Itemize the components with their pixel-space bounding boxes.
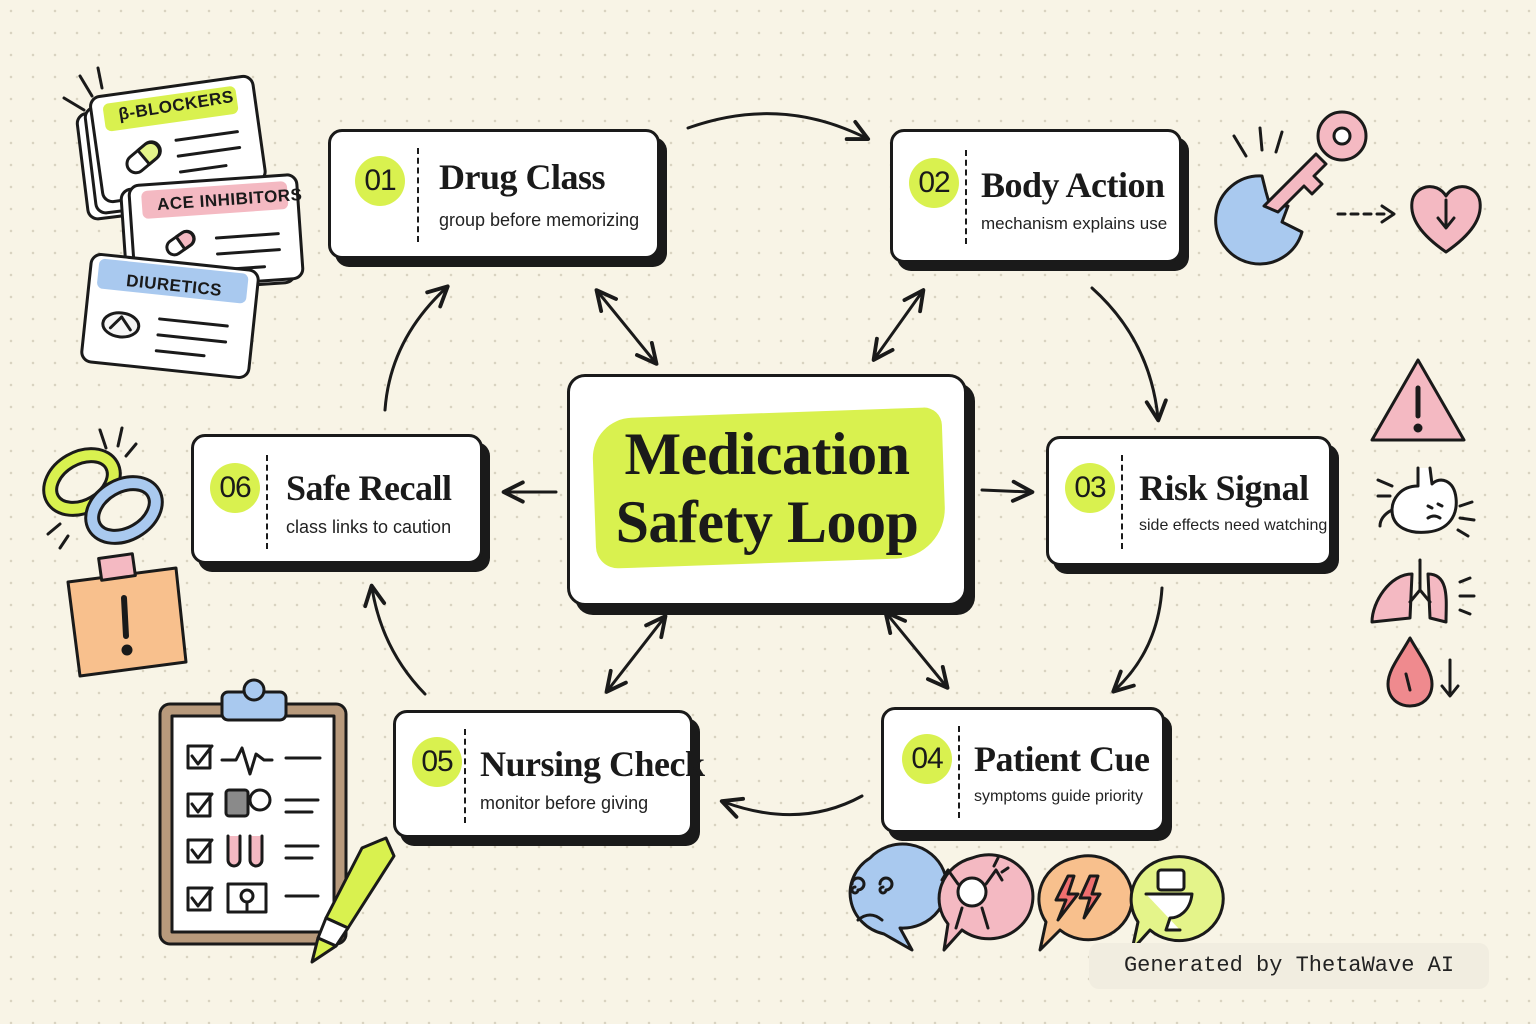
arrow-05-to-06 <box>363 583 427 696</box>
step-number-03: 03 <box>1065 463 1115 513</box>
arrow-04-to-05 <box>719 794 864 819</box>
arrow-06-to-01 <box>383 284 450 412</box>
node-subtitle: symptoms guide priority <box>974 788 1143 805</box>
node-subtitle: side effects need watching <box>1139 517 1328 534</box>
arrow-center-to-05 <box>604 614 668 694</box>
arrow-03-to-04 <box>1111 586 1164 694</box>
node-divider <box>1121 455 1123 549</box>
node-subtitle: group before memorizing <box>439 210 640 230</box>
node-divider <box>266 455 268 549</box>
node-title: Body Action <box>981 165 1165 205</box>
node-divider <box>464 729 466 823</box>
step-number-04: 04 <box>902 734 952 784</box>
node-divider <box>417 148 419 242</box>
step-number-01: 01 <box>355 156 405 206</box>
step-number-06: 06 <box>210 463 260 513</box>
node-subtitle: monitor before giving <box>480 793 649 813</box>
node-title: Patient Cue <box>974 739 1150 779</box>
step-number-02: 02 <box>909 158 959 208</box>
node-body-action: 02 Body Action mechanism explains use <box>890 129 1182 263</box>
arrow-02-to-03 <box>1090 286 1168 423</box>
center-title-box: Medication Safety Loop <box>567 374 967 606</box>
node-title: Safe Recall <box>286 468 452 508</box>
node-drug-class: 01 Drug Class group before memorizing <box>328 129 660 259</box>
node-subtitle: class links to caution <box>286 517 452 537</box>
node-title: Risk Signal <box>1139 468 1309 508</box>
step-number-05: 05 <box>412 737 462 787</box>
node-divider <box>965 150 967 244</box>
arrow-center-to-03 <box>980 479 1035 503</box>
node-nursing-check: 05 Nursing Check monitor before giving <box>393 710 705 838</box>
node-title: Drug Class <box>439 157 606 197</box>
node-divider <box>958 726 960 818</box>
watermark: Generated by ThetaWave AI <box>1089 943 1489 989</box>
center-title-line2: Safety Loop <box>615 489 919 555</box>
drug-cards-art <box>62 66 305 379</box>
arrow-center-to-02 <box>871 288 926 362</box>
node-risk-signal: 03 Risk Signal side effects need watchin… <box>1046 436 1332 566</box>
node-safe-recall: 06 Safe Recall class links to caution <box>191 434 483 564</box>
node-subtitle: mechanism explains use <box>981 214 1168 233</box>
center-title-line1: Medication <box>624 421 910 487</box>
arrow-01-to-02 <box>686 112 871 142</box>
arrow-center-to-01 <box>594 288 659 366</box>
arrow-center-to-04 <box>883 610 950 690</box>
node-title: Nursing Check <box>480 744 705 784</box>
node-patient-cue: 04 Patient Cue symptoms guide priority <box>881 707 1165 833</box>
